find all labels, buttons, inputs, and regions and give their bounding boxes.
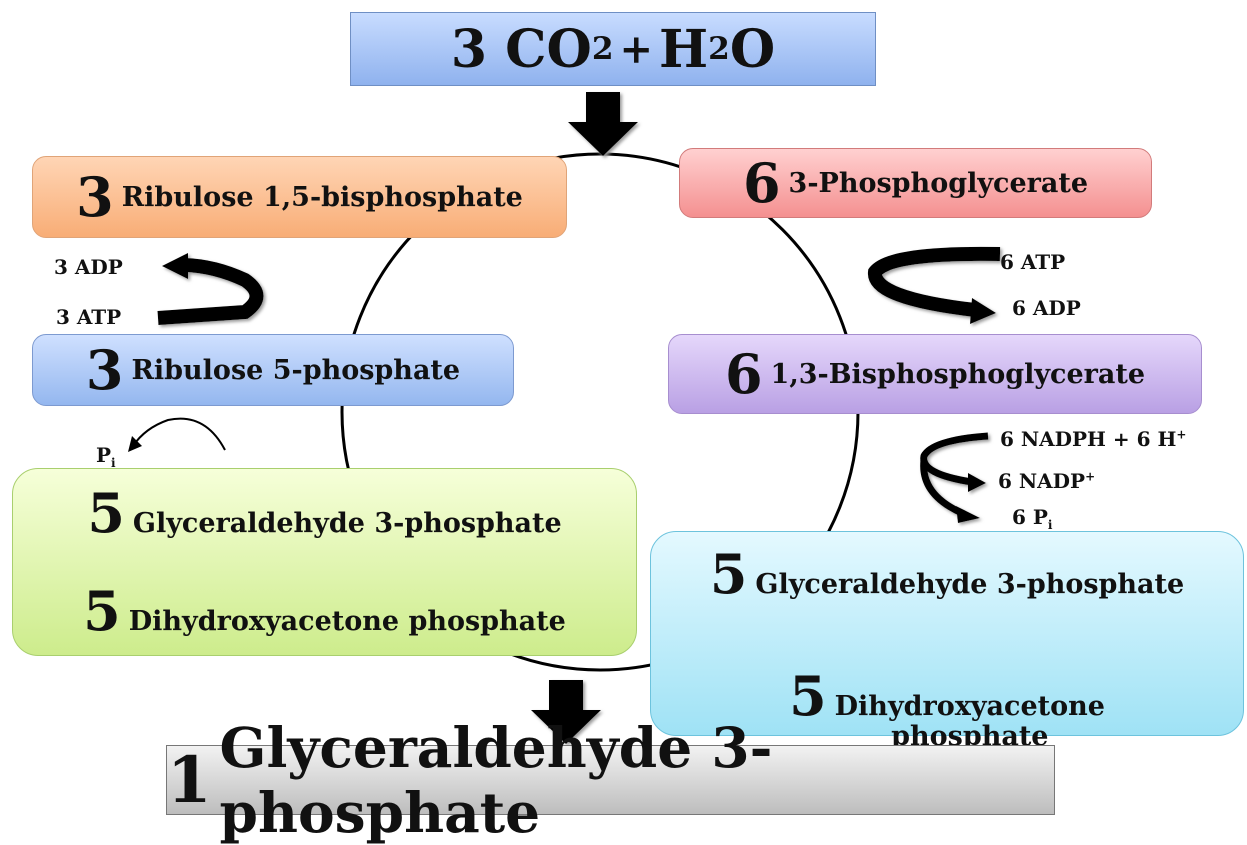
pi-right-label: 6 Pi <box>1012 505 1052 532</box>
nadp-text: 6 NADP <box>998 469 1086 493</box>
co2-subscript: 2 <box>591 31 614 67</box>
bpg-label: 1,3-Bisphosphoglycerate <box>770 358 1146 390</box>
g3p-dhap-left-box: 5 Glyceraldehyde 3-phosphate 5 Dihydroxy… <box>12 468 637 656</box>
bpg-coefficient: 6 <box>724 342 763 406</box>
ru5p-box: 3 Ribulose 5-phosphate <box>32 334 514 406</box>
rubp-coefficient: 3 <box>76 165 114 229</box>
atp-to-adp-left-arrow-icon <box>157 253 264 325</box>
nadph-sup: + <box>1176 427 1187 442</box>
g3p-right-coefficient: 5 <box>709 542 748 606</box>
output-label: Glyceraldehyde 3-phosphate <box>219 715 773 845</box>
rubp-label: Ribulose 1,5-bisphosphate <box>121 181 523 213</box>
h2o-subscript: 2 <box>708 31 730 67</box>
output-coefficient: 1 <box>167 742 212 818</box>
dhap-left-label: Dihydroxyacetone phosphate <box>128 606 566 637</box>
co2-coefficient: 3 <box>450 18 488 80</box>
pi-right-sub: i <box>1047 518 1053 532</box>
nadph-text: 6 NADPH + 6 H <box>1000 427 1177 451</box>
co2-formula: CO <box>505 18 592 80</box>
atp-left-label: 3 ATP <box>56 305 122 329</box>
pi-left-label: Pi <box>96 443 116 470</box>
dhap-right-coefficient: 5 <box>789 664 827 728</box>
dhap-right-label-line1: Dihydroxyacetone <box>834 691 1105 722</box>
pi-left-sub: i <box>111 456 116 470</box>
pga-box: 6 3-Phosphoglycerate <box>679 148 1152 218</box>
output-arrow-icon <box>531 680 601 744</box>
g3p-right-line: 5 Glyceraldehyde 3-phosphate <box>710 542 1184 606</box>
plus-sign: + <box>619 25 654 73</box>
output-box-g3p: 1 Glyceraldehyde 3-phosphate <box>166 715 1055 845</box>
adp-right-label: 6 ADP <box>1012 296 1081 320</box>
h2o-formula-o: O <box>729 18 776 80</box>
g3p-right-label: Glyceraldehyde 3-phosphate <box>755 569 1185 600</box>
ru5p-coefficient: 3 <box>85 338 124 402</box>
rubp-box: 3 Ribulose 1,5-bisphosphate <box>32 156 567 238</box>
nadp-sup: + <box>1085 469 1096 484</box>
dhap-left-line: 5 Dihydroxyacetone phosphate <box>83 579 566 643</box>
pga-label: 3-Phosphoglycerate <box>788 167 1089 199</box>
h2o-formula: H <box>659 18 709 80</box>
g3p-left-label: Glyceraldehyde 3-phosphate <box>132 508 562 539</box>
dhap-left-coefficient: 5 <box>83 579 121 643</box>
nadph-label: 6 NADPH + 6 H+ <box>1000 427 1186 451</box>
atp-right-label: 6 ATP <box>1000 250 1066 274</box>
input-arrow-icon <box>568 92 638 156</box>
g3p-left-line: 5 Glyceraldehyde 3-phosphate <box>87 481 561 545</box>
nadp-label: 6 NADP+ <box>998 469 1095 493</box>
atp-to-adp-right-arrow-icon <box>868 246 1001 324</box>
g3p-dhap-right-box: 5 Glyceraldehyde 3-phosphate 5 Dihydroxy… <box>650 531 1244 751</box>
pga-coefficient: 6 <box>742 151 781 215</box>
nadph-arrows-icon <box>920 432 989 523</box>
g3p-left-coefficient: 5 <box>87 481 125 545</box>
adp-left-label: 3 ADP <box>54 255 123 279</box>
ru5p-label: Ribulose 5-phosphate <box>131 354 461 386</box>
pi-left-p: P <box>96 443 112 467</box>
pi-right-p: 6 P <box>1012 505 1048 529</box>
pi-release-arrow-icon <box>128 417 226 452</box>
bpg-box: 6 1,3-Bisphosphoglycerate <box>668 334 1202 414</box>
